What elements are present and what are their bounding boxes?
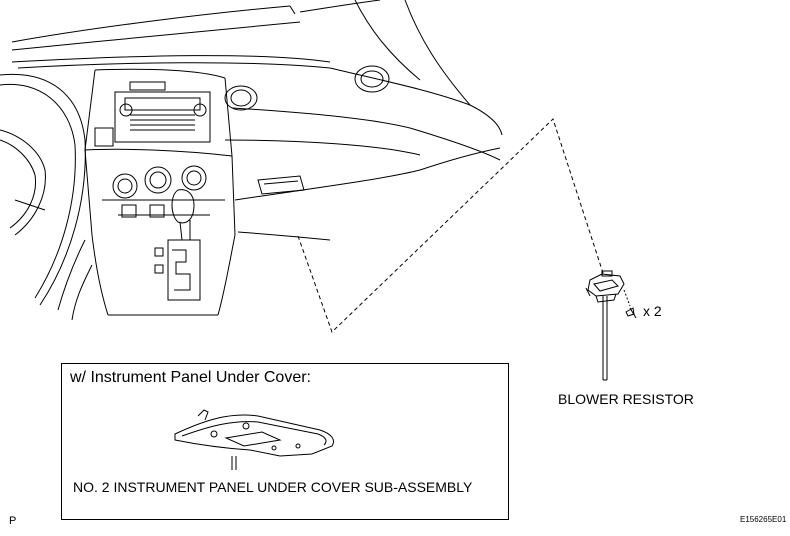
inset-title: w/ Instrument Panel Under Cover: [70, 369, 311, 386]
windshield-lines [11, 0, 381, 51]
under-cover-part [174, 409, 334, 470]
screw-icon [623, 289, 637, 319]
dashboard-lower-face [224, 107, 501, 241]
blower-resistor-part [585, 270, 625, 381]
blower-resistor-label: BLOWER RESISTOR [558, 391, 694, 407]
climate-knobs [112, 165, 207, 199]
screw-quantity-label: x 2 [643, 303, 662, 319]
steering-wheel [0, 73, 86, 306]
air-vent-right [224, 65, 390, 111]
under-cover-label: NO. 2 INSTRUMENT PANEL UNDER COVER SUB-A… [73, 479, 473, 495]
inset-panel [61, 363, 509, 520]
audio-unit [94, 81, 211, 147]
center-console [84, 68, 236, 316]
dashboard-upper-surface [11, 0, 503, 136]
gear-shifter [121, 189, 201, 301]
dashboard-left-details [57, 239, 93, 321]
location-leader-dashed [297, 118, 605, 333]
page-mark: P [9, 515, 17, 527]
glove-box-handle [257, 175, 305, 195]
figure-id: E156265E01 [740, 515, 787, 524]
